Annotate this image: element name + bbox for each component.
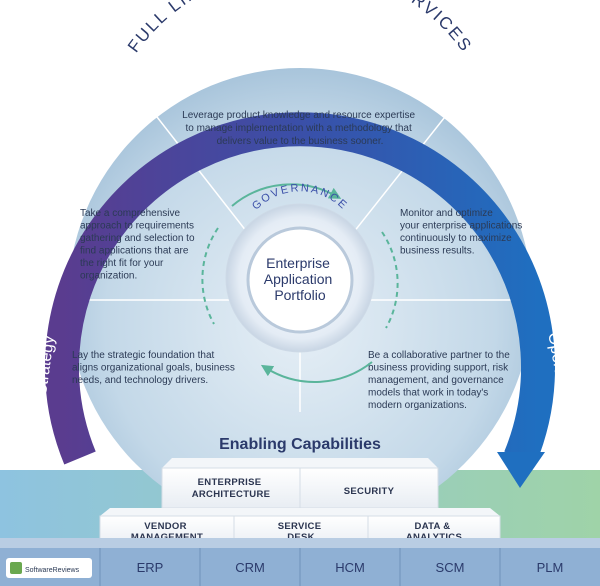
logo-text: SoftwareReviews [25,567,80,574]
segment-line: business providing support, risk [368,363,509,374]
block-line: ARCHITECTURE [192,489,271,500]
segment-line: Be a collaborative partner to the [368,350,510,361]
cycle-dash-right [381,231,399,329]
segment-line: the right fit for your [80,258,164,269]
block-top-face [162,458,438,468]
segment-line: models that work in today's [368,388,488,399]
cycle-dash-left [201,227,219,325]
block-line: VENDOR [144,521,186,532]
segment-line: to manage implementation with a methodol… [185,123,411,134]
segment-selection-text: Take a comprehensive approach to require… [80,208,197,282]
cycle-arrow-bottom [260,361,373,383]
bottom-item-plm: PLM [537,560,564,575]
lifecycle-arc [45,112,555,465]
segment-line: approach to requirements [80,221,194,232]
segment-line: management, and governance [368,375,504,386]
block-line: MANAGEMENT [131,532,203,543]
segment-line: find applications that are [80,246,189,257]
segment-line: needs, and technology drivers. [72,375,208,386]
block-label: VENDOR MANAGEMENT [131,521,203,543]
block-line: DATA & [415,521,451,532]
block-label: SERVICE DESK [278,521,325,543]
bottom-bar-dividers [99,548,501,586]
bottom-bar-top [0,538,600,548]
block-security [299,467,439,509]
hub-center-text: Enterprise Application Portfolio [264,255,336,303]
segment-line: business results. [400,246,474,257]
segment-line: aligns organizational goals, business [72,363,235,374]
arc-arrowhead [497,452,545,488]
bottom-item-crm: CRM [235,560,265,575]
block-top-face [100,508,500,516]
block-line: ANALYTICS [406,532,462,543]
segment-optimization-text: Monitor and optimize your enterprise app… [400,208,525,257]
segment-line: Monitor and optimize [400,208,493,219]
bottom-item-erp: ERP [137,560,164,575]
bottom-bar: SoftwareReviews ERP CRM HCM SCM PLM [0,538,600,586]
cycle-arrow-top [231,183,342,207]
block-line: ENTERPRISE [198,477,262,488]
logo-icon [10,562,22,574]
block-line: DESK [287,532,315,543]
segment-strategy-text: Lay the strategic foundation that aligns… [72,350,238,386]
bottom-item-scm: SCM [436,560,465,575]
hub-line: Enterprise [266,255,330,271]
segment-line: your enterprise applications [400,221,522,232]
block-label: SECURITY [344,486,395,497]
bottom-item-hcm: HCM [335,560,365,575]
cycle-arrows [201,183,399,383]
block-enterprise-architecture [161,467,301,509]
segment-line: modern organizations. [368,400,467,411]
hub-line: Portfolio [274,287,326,303]
segment-implementation-text: Leverage product knowledge and resource … [182,110,418,147]
block-line: SERVICE [278,521,322,532]
hub-line: Application [264,271,333,287]
segment-line: continuously to maximize [400,233,512,244]
segment-line: Lay the strategic foundation that [72,350,215,361]
top-row-blocks: ENTERPRISE ARCHITECTURE SECURITY [161,458,439,509]
segment-line: organization. [80,271,137,282]
block-label: ENTERPRISE ARCHITECTURE [192,477,271,500]
enabling-title: Enabling Capabilities [219,436,381,453]
arc-label-implementation: Implementation [242,38,358,57]
segment-line: gathering and selection to [80,233,195,244]
block-label: DATA & ANALYTICS [406,521,462,543]
segment-line: Leverage product knowledge and resource … [182,110,415,121]
segment-line: Take a comprehensive [80,208,180,219]
hub-inner [246,226,354,334]
arc-label-selection: Selection [38,175,84,241]
logo-badge [6,558,92,578]
segment-operations-text: Be a collaborative partner to the busine… [368,350,513,411]
segment-line: delivers value to the business sooner. [217,136,384,147]
